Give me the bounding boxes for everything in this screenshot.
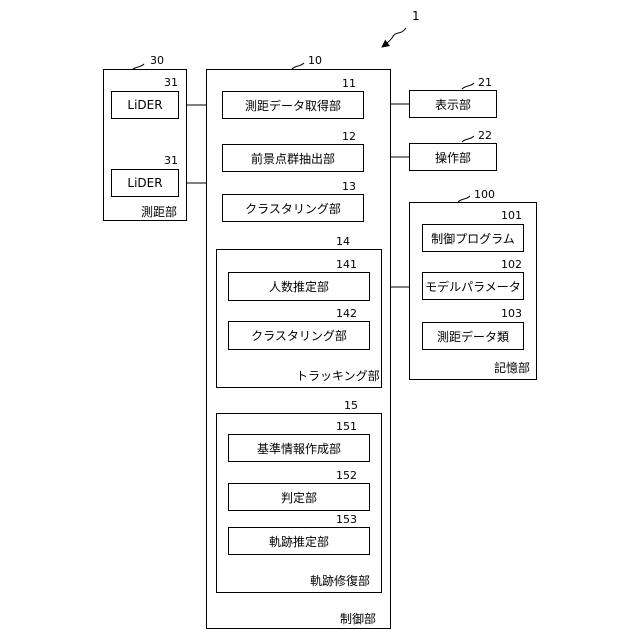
lider-top-ref: 31 <box>164 77 178 89</box>
unit-151-label: 基準情報作成部 <box>257 440 341 457</box>
unit-141-ref: 141 <box>336 259 357 271</box>
unit-141-box: 人数推定部 <box>228 272 370 301</box>
tracking-label: トラッキング部 <box>296 369 380 383</box>
unit-12-box: 前景点群抽出部 <box>222 144 364 172</box>
unit-151-box: 基準情報作成部 <box>228 434 370 462</box>
unit-101-label: 制御プログラム <box>431 230 515 247</box>
unit-101-box: 制御プログラム <box>422 224 524 252</box>
unit-13-box: クラスタリング部 <box>222 194 364 222</box>
unit-13-label: クラスタリング部 <box>245 200 341 217</box>
operation-label: 操作部 <box>435 149 471 166</box>
unit-12-label: 前景点群抽出部 <box>251 150 335 167</box>
leader-21 <box>462 83 474 89</box>
unit-153-ref: 153 <box>336 514 357 526</box>
unit-153-label: 軌跡推定部 <box>269 533 329 550</box>
lider-top-box: LiDER <box>111 91 179 119</box>
unit-152-ref: 152 <box>336 470 357 482</box>
main-ref-number: 1 <box>412 10 420 22</box>
unit-151-ref: 151 <box>336 421 357 433</box>
unit-11-box: 測距データ取得部 <box>222 91 364 119</box>
unit-11-label: 測距データ取得部 <box>245 97 341 114</box>
leader-22 <box>462 136 474 142</box>
lider-bottom-box: LiDER <box>111 169 179 197</box>
operation-ref: 22 <box>478 130 492 142</box>
unit-102-ref: 102 <box>501 259 522 271</box>
unit-13-ref: 13 <box>342 181 356 193</box>
display-ref: 21 <box>478 77 492 89</box>
display-label: 表示部 <box>435 96 471 113</box>
unit-12-ref: 12 <box>342 131 356 143</box>
control-ref: 10 <box>308 55 322 67</box>
unit-152-box: 判定部 <box>228 483 370 511</box>
unit-103-ref: 103 <box>501 308 522 320</box>
unit-101-ref: 101 <box>501 210 522 222</box>
lider-bottom-label: LiDER <box>127 176 162 190</box>
lider-bottom-ref: 31 <box>164 155 178 167</box>
unit-102-label: モデルパラメータ <box>425 278 521 295</box>
unit-142-label: クラスタリング部 <box>251 327 347 344</box>
unit-11-ref: 11 <box>342 78 356 90</box>
unit-102-box: モデルパラメータ <box>422 272 524 300</box>
unit-142-box: クラスタリング部 <box>228 321 370 350</box>
storage-label: 記憶部 <box>494 361 530 375</box>
operation-unit-box: 操作部 <box>409 143 497 171</box>
trajectory-ref: 15 <box>344 400 358 412</box>
unit-152-label: 判定部 <box>281 489 317 506</box>
measuring-ref: 30 <box>150 55 164 67</box>
measuring-label: 測距部 <box>141 205 177 219</box>
unit-142-ref: 142 <box>336 308 357 320</box>
unit-103-label: 測距データ類 <box>437 328 509 345</box>
lider-top-label: LiDER <box>127 98 162 112</box>
tracking-ref: 14 <box>336 236 350 248</box>
main-ref-arrow <box>382 28 406 47</box>
control-label: 制御部 <box>340 612 376 626</box>
trajectory-label: 軌跡修復部 <box>310 574 370 588</box>
tracking-unit-box <box>216 249 382 388</box>
display-unit-box: 表示部 <box>409 90 497 118</box>
storage-ref: 100 <box>474 189 495 201</box>
unit-153-box: 軌跡推定部 <box>228 527 370 555</box>
unit-103-box: 測距データ類 <box>422 322 524 350</box>
unit-141-label: 人数推定部 <box>269 278 329 295</box>
